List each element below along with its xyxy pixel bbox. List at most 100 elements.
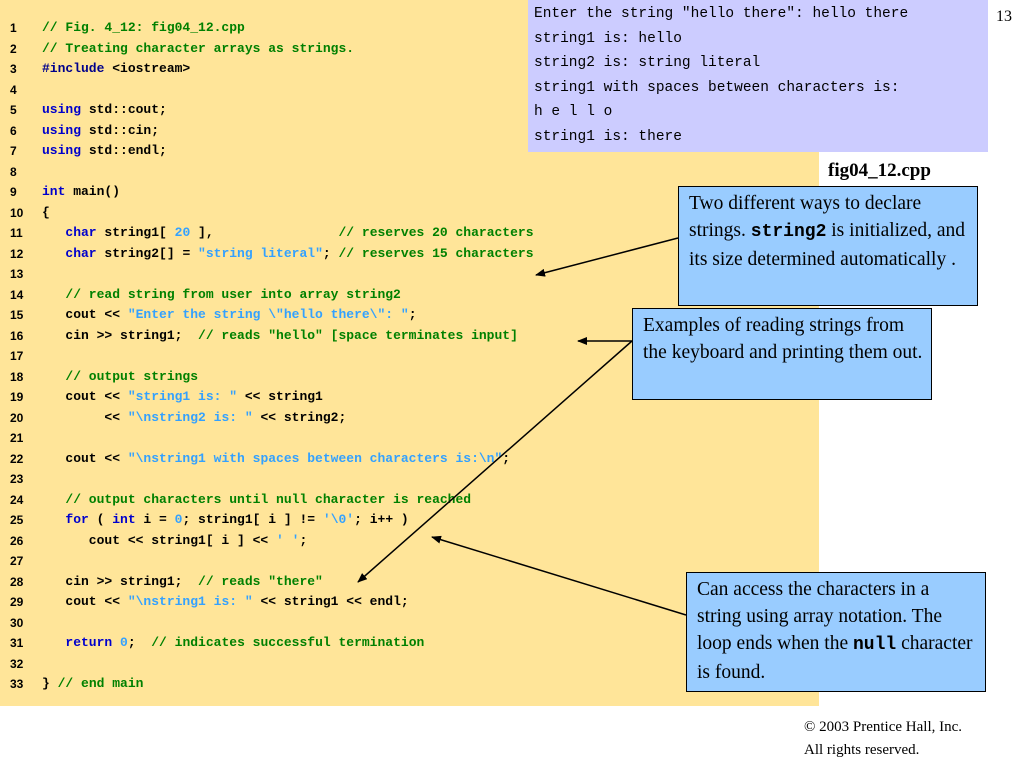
code-token: #include	[42, 61, 105, 76]
line-number: 19	[10, 390, 24, 404]
code-text: cin >> string1; // reads "hello" [space …	[42, 326, 518, 346]
code-token: <iostream>	[104, 61, 191, 76]
line-number: 5	[10, 103, 17, 117]
code-token: 20	[174, 225, 191, 240]
code-token: cout <<	[42, 389, 128, 404]
code-token: char	[65, 225, 97, 240]
line-number: 20	[10, 410, 24, 425]
code-token: int	[42, 184, 66, 199]
output-line: Enter the string "hello there": hello th…	[534, 6, 909, 22]
callout-text: is initialized, and its size determined …	[689, 220, 966, 270]
line-number: 33	[10, 677, 24, 691]
code-token: ;	[322, 245, 339, 261]
code-token: using	[42, 143, 82, 158]
line-number: 26	[10, 533, 24, 548]
line-number: 3	[10, 62, 17, 76]
code-token: std::cout;	[81, 102, 167, 117]
code-text: #include <iostream>	[42, 59, 190, 79]
line-number: 14	[10, 287, 24, 302]
line-number: 28	[10, 574, 24, 589]
code-text: // read string from user into array stri…	[42, 285, 401, 305]
code-token: // output characters until null characte…	[65, 491, 472, 507]
code-text: // Fig. 4_12: fig04_12.cpp	[42, 18, 245, 38]
callout-reading-strings: Examples of reading strings from the key…	[632, 308, 932, 400]
line-number: 23	[10, 472, 24, 486]
code-token: using	[42, 102, 82, 117]
code-text: cout << string1[ i ] << ' ';	[42, 531, 307, 551]
code-token: 0	[120, 635, 128, 650]
output-line: string2 is: string literal	[534, 55, 761, 71]
line-number: 7	[10, 144, 17, 158]
code-token	[42, 246, 65, 261]
code-text: using std::cin;	[42, 121, 159, 141]
copyright-line-1: © 2003 Prentice Hall, Inc.	[804, 719, 963, 735]
code-text: for ( int i = 0; string1[ i ] != '\0'; i…	[42, 510, 408, 530]
code-token: cout <<	[42, 594, 128, 609]
code-token: <<	[42, 409, 128, 425]
code-token: // reads "there"	[198, 573, 323, 589]
code-token	[42, 512, 65, 527]
line-number: 22	[10, 451, 24, 466]
callout-text: Examples of reading strings from the key…	[643, 315, 923, 363]
code-token: '\0'	[322, 512, 355, 527]
line-number: 2	[10, 41, 17, 56]
code-text: return 0; // indicates successful termin…	[42, 633, 424, 653]
line-number: 9	[10, 185, 17, 199]
code-text: cout << "\nstring1 with spaces between c…	[42, 449, 510, 469]
code-token: {	[42, 204, 50, 220]
line-number: 32	[10, 656, 24, 671]
line-number: 11	[10, 226, 23, 240]
code-token: // reserves 20 characters	[338, 225, 534, 240]
code-token: // indicates successful termination	[151, 635, 425, 650]
code-text: using std::cout;	[42, 100, 167, 120]
callout-array-notation: Can access the characters in a string us…	[686, 572, 986, 692]
code-token	[42, 635, 65, 650]
code-token: "Enter the string \"hello there\": "	[127, 307, 409, 322]
code-token: ],	[190, 225, 339, 240]
copyright-line-2: All rights reserved.	[804, 742, 920, 758]
callout-declare-strings: Two different ways to declare strings. s…	[678, 186, 978, 306]
code-token: ;	[127, 635, 152, 650]
line-number: 29	[10, 595, 24, 609]
output-line: string1 with spaces between characters i…	[534, 79, 900, 96]
code-token	[42, 492, 65, 507]
code-token: ;	[408, 307, 417, 322]
code-text: cout << "string1 is: " << string1	[42, 387, 323, 407]
code-token: char	[65, 245, 97, 261]
code-token: << string1	[237, 389, 323, 404]
code-text: char string2[] = "string literal"; // re…	[42, 244, 533, 264]
code-token: cin >> string1;	[42, 327, 199, 343]
code-token: // end main	[57, 676, 144, 691]
code-token: cin >> string1;	[42, 573, 199, 589]
code-token: int	[112, 512, 136, 527]
code-token	[112, 635, 120, 650]
code-token: "string1 is: "	[127, 389, 238, 404]
line-number: 13	[10, 267, 24, 281]
code-token	[42, 369, 65, 384]
line-number: 17	[10, 349, 24, 363]
line-number: 31	[10, 636, 24, 650]
code-text: {	[42, 203, 50, 223]
line-number: 30	[10, 615, 24, 630]
callout-code: string2	[750, 222, 827, 242]
line-number: 10	[10, 205, 24, 220]
code-token	[42, 287, 65, 302]
code-token: std::cin;	[81, 122, 160, 138]
code-token: cout <<	[42, 450, 128, 466]
code-text: char string1[ 20 ], // reserves 20 chara…	[42, 223, 534, 243]
callout-text: Can access the characters in a string us…	[697, 579, 942, 654]
code-token: main()	[65, 184, 121, 199]
code-text: cin >> string1; // reads "there"	[42, 572, 323, 592]
code-token: return	[65, 635, 113, 650]
code-token: // Fig. 4_12: fig04_12.cpp	[42, 20, 245, 35]
callout-text: character is found.	[697, 633, 973, 683]
code-text: << "\nstring2 is: " << string2;	[42, 408, 346, 428]
line-number: 18	[10, 369, 24, 384]
code-token: string1[	[96, 225, 175, 240]
code-token: ' '	[276, 532, 300, 548]
output-line: string1 is: there	[534, 128, 682, 145]
code-token: ;	[299, 532, 308, 548]
line-number: 8	[10, 164, 17, 179]
code-text: // output strings	[42, 367, 198, 387]
code-token: // read string from user into array stri…	[65, 286, 401, 302]
